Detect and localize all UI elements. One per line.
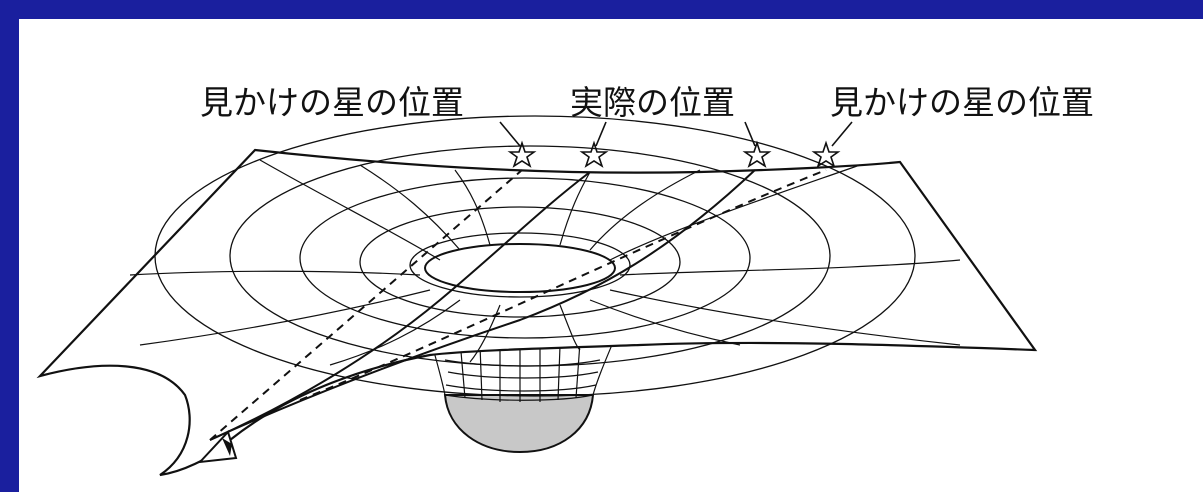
label-actual-position: 実際の位置 xyxy=(570,83,735,122)
leader-line xyxy=(831,121,853,147)
funnel-rim xyxy=(424,243,616,293)
label-apparent-position-left: 見かけの星の位置 xyxy=(200,83,464,122)
star-outline-icon xyxy=(811,140,841,168)
eye-icon xyxy=(197,430,238,464)
light-paths xyxy=(209,169,756,441)
label-apparent-position-right: 見かけの星の位置 xyxy=(830,83,1094,122)
label-leader-lines xyxy=(499,121,853,147)
apparent-line-right xyxy=(299,169,827,401)
star-outline-icon xyxy=(507,140,537,168)
light-path-left xyxy=(209,171,591,441)
leader-line xyxy=(744,121,756,147)
star-outline-icon xyxy=(579,140,609,168)
apparent-lines xyxy=(209,169,827,441)
stars xyxy=(507,140,841,168)
leader-line xyxy=(595,121,607,147)
star-outline-icon xyxy=(742,140,772,168)
curvature-rings xyxy=(154,115,916,397)
apparent-line-left xyxy=(209,169,523,441)
light-path-right xyxy=(209,169,756,441)
mass-bowl xyxy=(443,394,595,454)
radial-grid-lines xyxy=(129,159,961,366)
leader-line xyxy=(499,121,521,147)
